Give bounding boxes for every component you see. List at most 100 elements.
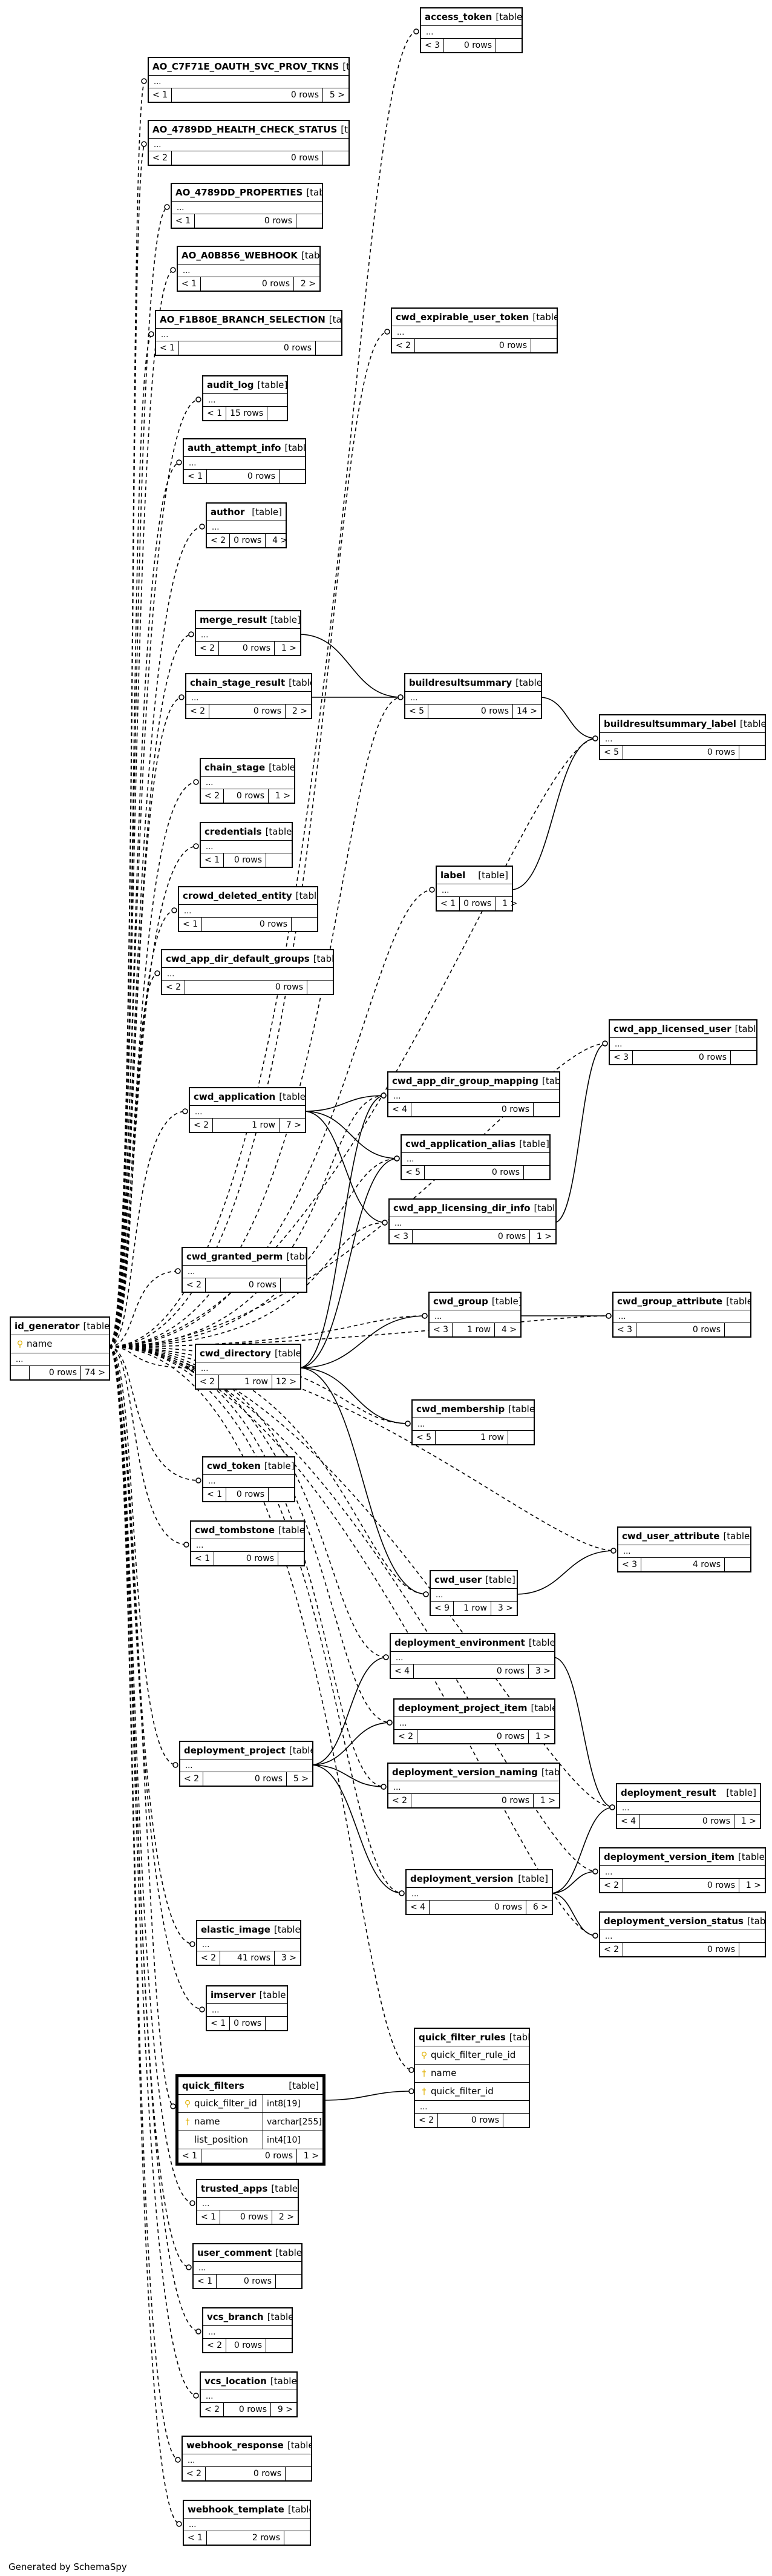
table-name: chain_stage <box>204 761 266 773</box>
children-count: 1 > <box>502 899 518 908</box>
table-cwd-expirable-user-token[interactable]: cwd_expirable_user_token[table]...< 20 r… <box>391 307 558 353</box>
table-cwd-tombstone[interactable]: cwd_tombstone[table]...< 10 rows <box>190 1520 305 1566</box>
table-name: auth_attempt_info <box>188 442 281 453</box>
table-cwd-app-dir-default-groups[interactable]: cwd_app_dir_default_groups[table]...< 20… <box>161 949 334 995</box>
table-deployment-version-status[interactable]: deployment_version_status[table]...< 20 … <box>599 1911 766 1957</box>
table-webhook-template[interactable]: webhook_template[table]...< 12 rows <box>183 2500 311 2546</box>
table-cwd-group-attribute[interactable]: cwd_group_attribute[table]...< 30 rows <box>612 1292 751 1338</box>
table-header: cwd_membership[table] <box>413 1401 534 1418</box>
table-kind: [table] <box>252 506 282 518</box>
row-count: 0 rows <box>224 2403 271 2416</box>
table-name: AO_4789DD_HEALTH_CHECK_STATUS <box>152 123 338 135</box>
table-header: elastic_image[table] <box>197 1921 300 1939</box>
parents-count: < 2 <box>196 1375 220 1388</box>
table-kind: [table] <box>519 1138 549 1149</box>
table-kind: [table] <box>542 1075 559 1086</box>
table-cwd-app-licensing-dir-info[interactable]: cwd_app_licensing_dir_info[table]...< 30… <box>388 1198 557 1244</box>
table-cwd-membership[interactable]: cwd_membership[table]...< 51 row <box>411 1399 535 1445</box>
ellipsis-row: ... <box>388 1090 559 1103</box>
table-buildresultsummary-label[interactable]: buildresultsummary_label[table]...< 50 r… <box>599 714 766 760</box>
table-kind: [table] <box>257 379 287 390</box>
table-quick-filters[interactable]: quick_filters [table] ⚲quick_filter_id i… <box>175 2074 325 2166</box>
children-count <box>266 2339 292 2352</box>
table-deployment-version-item[interactable]: deployment_version_item[table]...< 20 ro… <box>599 1847 766 1893</box>
table-cwd-app-licensed-user[interactable]: cwd_app_licensed_user[table]...< 30 rows <box>609 1019 757 1065</box>
table-deployment-project-item[interactable]: deployment_project_item[table]...< 20 ro… <box>393 1698 555 1744</box>
ellipsis-row: ... <box>201 777 294 789</box>
parents-count: < 1 <box>201 853 224 867</box>
table-footer: 0 rows 74 > <box>11 1366 109 1379</box>
table-cwd-granted-perm[interactable]: cwd_granted_perm[table]...< 20 rows <box>182 1247 307 1293</box>
relationship-edge <box>310 1764 404 1894</box>
ellipsis-row: ... <box>184 2518 310 2531</box>
row-count: 0 rows <box>201 2149 297 2163</box>
table-ao-c7f71e-oauth-svc-prov-tkns[interactable]: AO_C7F71E_OAUTH_SVC_PROV_TKNS[table]...<… <box>148 57 350 103</box>
table-buildresultsummary[interactable]: buildresultsummary[table]...< 50 rows14 … <box>404 673 542 719</box>
parents-count: < 4 <box>617 1815 641 1828</box>
column-type: varchar[255] <box>263 2113 322 2131</box>
table-auth-attempt-info[interactable]: auth_attempt_info[table]...< 10 rows <box>183 438 306 484</box>
table-credentials[interactable]: credentials[table]...< 10 rows <box>200 822 293 868</box>
children-count: 74 > <box>85 1368 105 1378</box>
table-kind: [table] <box>485 1574 515 1585</box>
table-vcs-branch[interactable]: vcs_branch[table]...< 20 rows <box>202 2307 293 2353</box>
table-header: AO_A0B856_WEBHOOK[table] <box>178 247 319 264</box>
table-deployment-environment[interactable]: deployment_environment[table]...< 40 row… <box>390 1633 555 1679</box>
crowsfoot-marker <box>175 2457 181 2463</box>
children-count <box>725 1323 750 1336</box>
parents-count <box>11 1366 30 1379</box>
table-kind: [table] <box>270 614 300 625</box>
table-footer: < 2 0 rows <box>415 2114 529 2127</box>
table-deployment-version-naming[interactable]: deployment_version_naming[table]...< 20 … <box>387 1763 560 1809</box>
parents-count: < 1 <box>184 470 208 483</box>
children-count <box>725 1558 750 1571</box>
ellipsis-row: ... <box>179 905 317 918</box>
table-kind: [table] <box>342 61 348 72</box>
relationship-edge <box>310 1657 388 1766</box>
parents-count: < 2 <box>388 1794 412 1807</box>
table-ao-4789dd-properties[interactable]: AO_4789DD_PROPERTIES[table]...< 10 rows <box>171 183 323 229</box>
table-user-comment[interactable]: user_comment[table]...< 10 rows <box>192 2243 303 2289</box>
implied-relationship-edge <box>108 1315 610 1347</box>
table-header: AO_4789DD_HEALTH_CHECK_STATUS[table] <box>149 121 348 139</box>
table-ao-4789dd-health-check-status[interactable]: AO_4789DD_HEALTH_CHECK_STATUS[table]...<… <box>148 120 350 166</box>
crowsfoot-marker <box>382 1220 388 1226</box>
table-webhook-response[interactable]: webhook_response[table]...< 20 rows <box>182 2436 312 2482</box>
row-count: 0 rows <box>623 1943 739 1956</box>
table-cwd-user-attribute[interactable]: cwd_user_attribute[table]...< 34 rows <box>617 1526 751 1572</box>
crowsfoot-marker <box>189 2200 195 2206</box>
table-cwd-app-dir-group-mapping[interactable]: cwd_app_dir_group_mapping[table]...< 40 … <box>387 1071 560 1117</box>
table-ao-f1b80e-branch-selection[interactable]: AO_F1B80E_BRANCH_SELECTION[table]...< 10… <box>155 310 342 356</box>
children-count: 3 > <box>497 1603 513 1613</box>
table-quick-filter-rules[interactable]: quick_filter_rules [table] ⚲quick_filter… <box>414 2028 530 2128</box>
table-id-generator[interactable]: id_generator [table] ⚲name ... 0 rows 74… <box>10 1316 110 1381</box>
ellipsis-row: ... <box>149 76 348 88</box>
ellipsis-row: ... <box>196 629 300 642</box>
table-crowd-deleted-entity[interactable]: crowd_deleted_entity[table]...< 10 rows <box>178 886 318 932</box>
table-access-token[interactable]: access_token[table]...< 30 rows <box>420 7 523 53</box>
